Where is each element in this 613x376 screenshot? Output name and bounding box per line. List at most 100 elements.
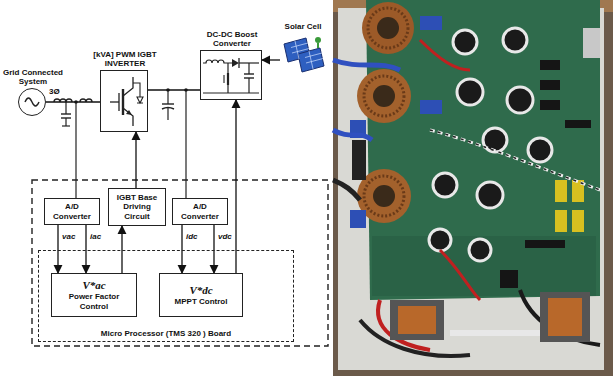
rect-shape bbox=[500, 270, 518, 288]
rect-shape bbox=[540, 60, 560, 70]
symbol-art bbox=[280, 34, 326, 74]
line-shape bbox=[65, 102, 66, 114]
line-shape bbox=[167, 90, 168, 104]
block-heading: [kVA] PWM IGBT INVERTER bbox=[85, 50, 165, 68]
block-label: A/D Converter bbox=[175, 202, 225, 220]
line-shape bbox=[317, 43, 319, 48]
line-shape bbox=[244, 73, 254, 74]
line-shape bbox=[248, 78, 249, 93]
grid-source: Grid Connected System bbox=[18, 88, 46, 116]
path-shape bbox=[137, 97, 143, 103]
path-shape bbox=[126, 110, 132, 115]
line-shape bbox=[167, 108, 168, 120]
path-shape bbox=[333, 60, 400, 70]
rect-shape bbox=[565, 120, 591, 128]
inverter-block: [kVA] PWM IGBT INVERTER bbox=[100, 70, 148, 132]
circle-shape bbox=[364, 176, 404, 216]
g-shape bbox=[500, 60, 591, 288]
control-box: V*acPower Factor Control bbox=[51, 273, 137, 317]
signal-arrow bbox=[213, 225, 214, 273]
path-shape bbox=[232, 59, 239, 67]
circle-shape bbox=[429, 229, 451, 251]
rect-shape bbox=[450, 330, 540, 336]
block-heading: Grid Connected System bbox=[3, 68, 63, 86]
rect-shape bbox=[555, 180, 567, 202]
polyline-shape bbox=[123, 77, 133, 96]
rect-shape bbox=[390, 300, 444, 340]
circle-shape bbox=[368, 8, 408, 48]
rect-shape bbox=[540, 292, 590, 342]
polyline-shape bbox=[123, 108, 133, 126]
line-shape bbox=[227, 63, 228, 73]
signal-name: vac bbox=[61, 232, 76, 241]
line-shape bbox=[75, 102, 76, 198]
circle-shape bbox=[373, 85, 395, 107]
circle-shape bbox=[507, 87, 533, 113]
block-heading: DC-DC Boost Converter bbox=[193, 30, 271, 48]
symbol-art bbox=[101, 71, 147, 131]
block-label: A/D Converter bbox=[47, 202, 97, 220]
path-shape bbox=[291, 41, 323, 69]
rect-shape bbox=[583, 28, 600, 58]
g-shape bbox=[357, 2, 414, 223]
rect-shape bbox=[555, 210, 567, 232]
board-title: Micro Processor (TMS 320 ) Board bbox=[39, 329, 293, 338]
control-box: V*dcMPPT Control bbox=[159, 273, 243, 317]
signal-arrow bbox=[135, 132, 136, 188]
signal-arrow bbox=[85, 225, 86, 273]
boost-converter-block: DC-DC Boost Converter bbox=[200, 50, 262, 100]
circle-shape bbox=[528, 138, 552, 162]
line-shape bbox=[62, 125, 70, 126]
path-shape bbox=[333, 180, 360, 200]
line-shape bbox=[227, 73, 229, 85]
line-shape bbox=[110, 101, 119, 102]
signal-arrow bbox=[181, 225, 182, 273]
circle-shape bbox=[357, 69, 411, 123]
block-heading: Solar Cell bbox=[276, 22, 330, 31]
circle-shape bbox=[477, 182, 503, 208]
circle-shape bbox=[377, 17, 399, 39]
line-shape bbox=[203, 92, 259, 93]
processor-board: Micro Processor (TMS 320 ) Board V*acPowe… bbox=[38, 250, 294, 342]
solar-panel: Solar Cell bbox=[280, 34, 326, 74]
block-label: MPPT Control bbox=[175, 297, 228, 306]
line-shape bbox=[122, 89, 124, 115]
circle-shape bbox=[433, 173, 457, 197]
path-shape bbox=[25, 98, 39, 106]
line-shape bbox=[162, 103, 174, 104]
rect-shape bbox=[572, 210, 584, 232]
signal-arrow bbox=[262, 59, 280, 60]
polyline-shape bbox=[133, 83, 140, 97]
block-label: Power Factor Control bbox=[54, 292, 134, 310]
circle-shape bbox=[453, 30, 477, 54]
path-shape bbox=[420, 40, 470, 70]
symbol-art bbox=[19, 89, 45, 115]
rect-shape bbox=[525, 240, 565, 248]
rect-shape bbox=[352, 140, 366, 180]
rect-shape bbox=[548, 298, 582, 336]
line-shape bbox=[223, 75, 224, 83]
path-shape bbox=[333, 130, 372, 140]
signal-name: vdc bbox=[217, 232, 233, 241]
rect-shape bbox=[540, 100, 560, 110]
rect-shape bbox=[350, 210, 366, 228]
rect-shape bbox=[333, 0, 613, 376]
rect-shape bbox=[420, 16, 442, 30]
rect-shape bbox=[32, 180, 328, 346]
rect-shape bbox=[372, 236, 596, 296]
phase-label: 3Ø bbox=[48, 87, 61, 96]
circle-shape bbox=[503, 28, 527, 52]
line-shape bbox=[65, 118, 66, 126]
symbol-art bbox=[201, 51, 261, 99]
path-shape bbox=[430, 130, 600, 190]
circle-shape bbox=[362, 2, 414, 54]
driver-box: IGBT Base Driving Circuit bbox=[108, 188, 166, 226]
rect-shape bbox=[420, 100, 442, 114]
rect-shape bbox=[540, 80, 560, 90]
reference-symbol: V*dc bbox=[189, 284, 212, 297]
path-shape bbox=[430, 130, 600, 190]
circle-shape bbox=[469, 239, 491, 261]
path-shape bbox=[203, 60, 232, 63]
adc-box: A/D Converter bbox=[44, 198, 100, 225]
signal-arrow bbox=[235, 100, 236, 273]
